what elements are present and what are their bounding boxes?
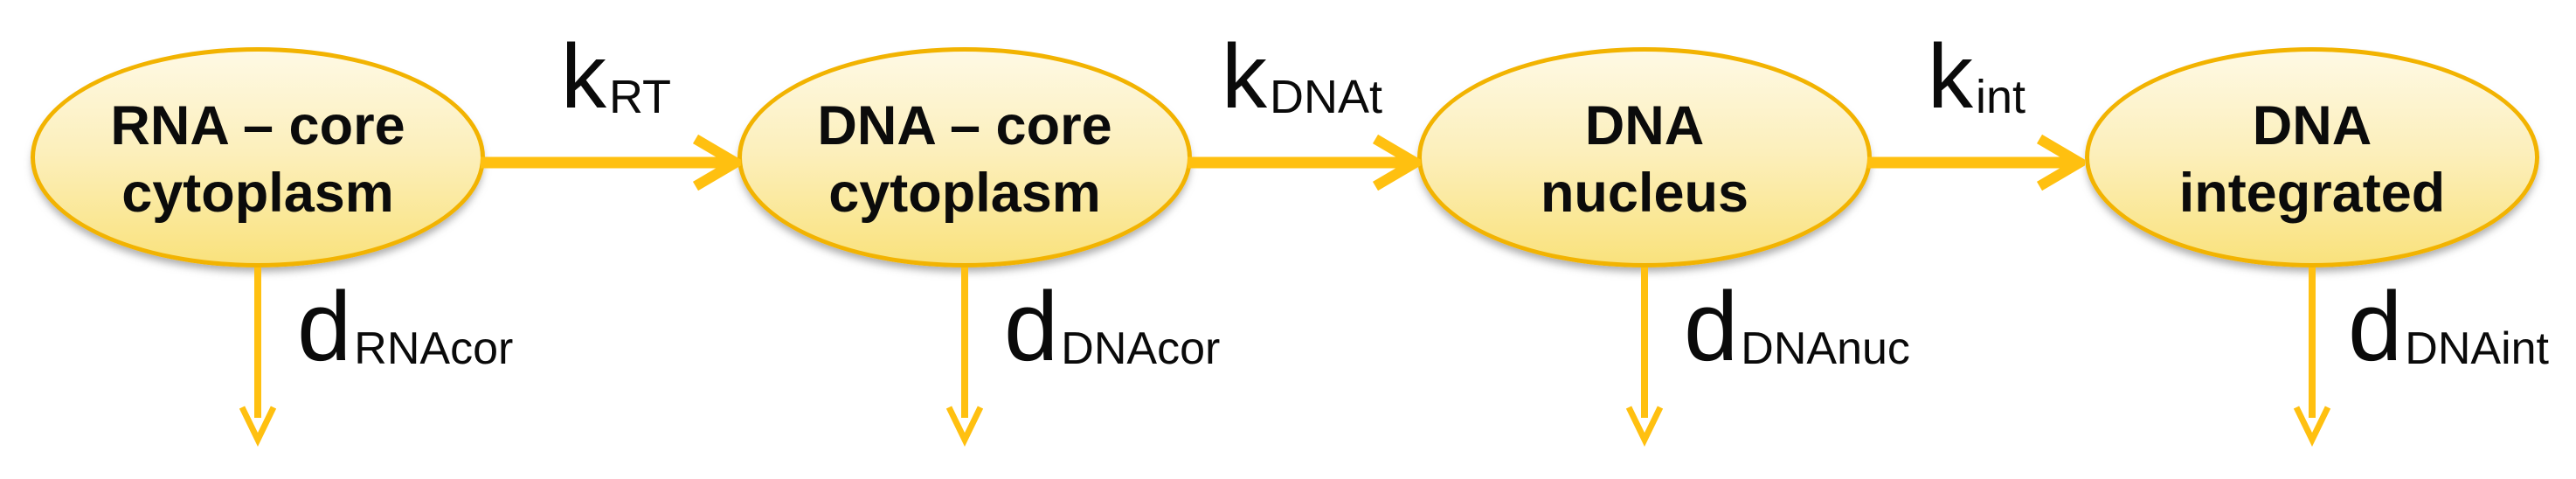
rate-subscript: DNAnuc (1741, 323, 1910, 374)
rate-label-d-rnacor: dRNAcor (297, 278, 513, 376)
node-label-line1: DNA (1584, 95, 1705, 157)
node-label-line2: cytoplasm (121, 163, 394, 224)
node-label-line2: integrated (2178, 163, 2446, 224)
node-dna-integrated: DNA integrated (2085, 47, 2539, 267)
node-rna-core-cytoplasm: RNA – core cytoplasm (31, 47, 485, 267)
node-label-line1: DNA (2252, 95, 2372, 157)
node-label: RNA – core cytoplasm (110, 87, 405, 227)
rate-label-k-rt: kRT (561, 31, 671, 122)
right-arrow-icon (481, 134, 741, 191)
rate-symbol: k (1927, 26, 1973, 128)
rate-label-d-dnaint: dDNAint (2348, 278, 2549, 376)
node-label: DNA integrated (2179, 87, 2446, 227)
node-label-line1: RNA – core (110, 95, 405, 157)
rate-subscript: DNAcor (1061, 323, 1221, 374)
rate-label-d-dnacor: dDNAcor (1004, 278, 1220, 376)
rate-label-k-dnat: kDNAt (1222, 31, 1382, 122)
node-label-line1: DNA – core (817, 95, 1112, 157)
down-arrow-icon (2293, 267, 2331, 447)
rate-subscript: int (1975, 71, 2026, 123)
rate-label-d-dnanuc: dDNAnuc (1684, 278, 1910, 376)
rate-symbol: d (1684, 272, 1739, 381)
rate-subscript: DNAt (1269, 71, 1383, 123)
node-label-line2: nucleus (1540, 163, 1749, 224)
down-arrow-icon (1625, 267, 1664, 447)
down-arrow-icon (945, 267, 984, 447)
node-dna-core-cytoplasm: DNA – core cytoplasm (737, 47, 1192, 267)
node-dna-nucleus: DNA nucleus (1417, 47, 1872, 267)
rate-subscript: RT (608, 71, 672, 123)
rate-label-k-int: kint (1928, 31, 2025, 122)
node-label: DNA nucleus (1541, 87, 1748, 227)
node-label-line2: cytoplasm (828, 163, 1101, 224)
right-arrow-icon (1867, 134, 2085, 191)
rate-symbol: k (560, 26, 606, 128)
rate-subscript: RNAcor (354, 323, 514, 374)
right-arrow-icon (1188, 134, 1421, 191)
rate-subscript: DNAint (2405, 323, 2550, 374)
node-label: DNA – core cytoplasm (817, 87, 1111, 227)
rate-symbol: d (2348, 272, 2403, 381)
rate-symbol: d (1004, 272, 1059, 381)
rate-symbol: d (297, 272, 352, 381)
down-arrow-icon (239, 267, 277, 447)
rate-symbol: k (1221, 26, 1267, 128)
